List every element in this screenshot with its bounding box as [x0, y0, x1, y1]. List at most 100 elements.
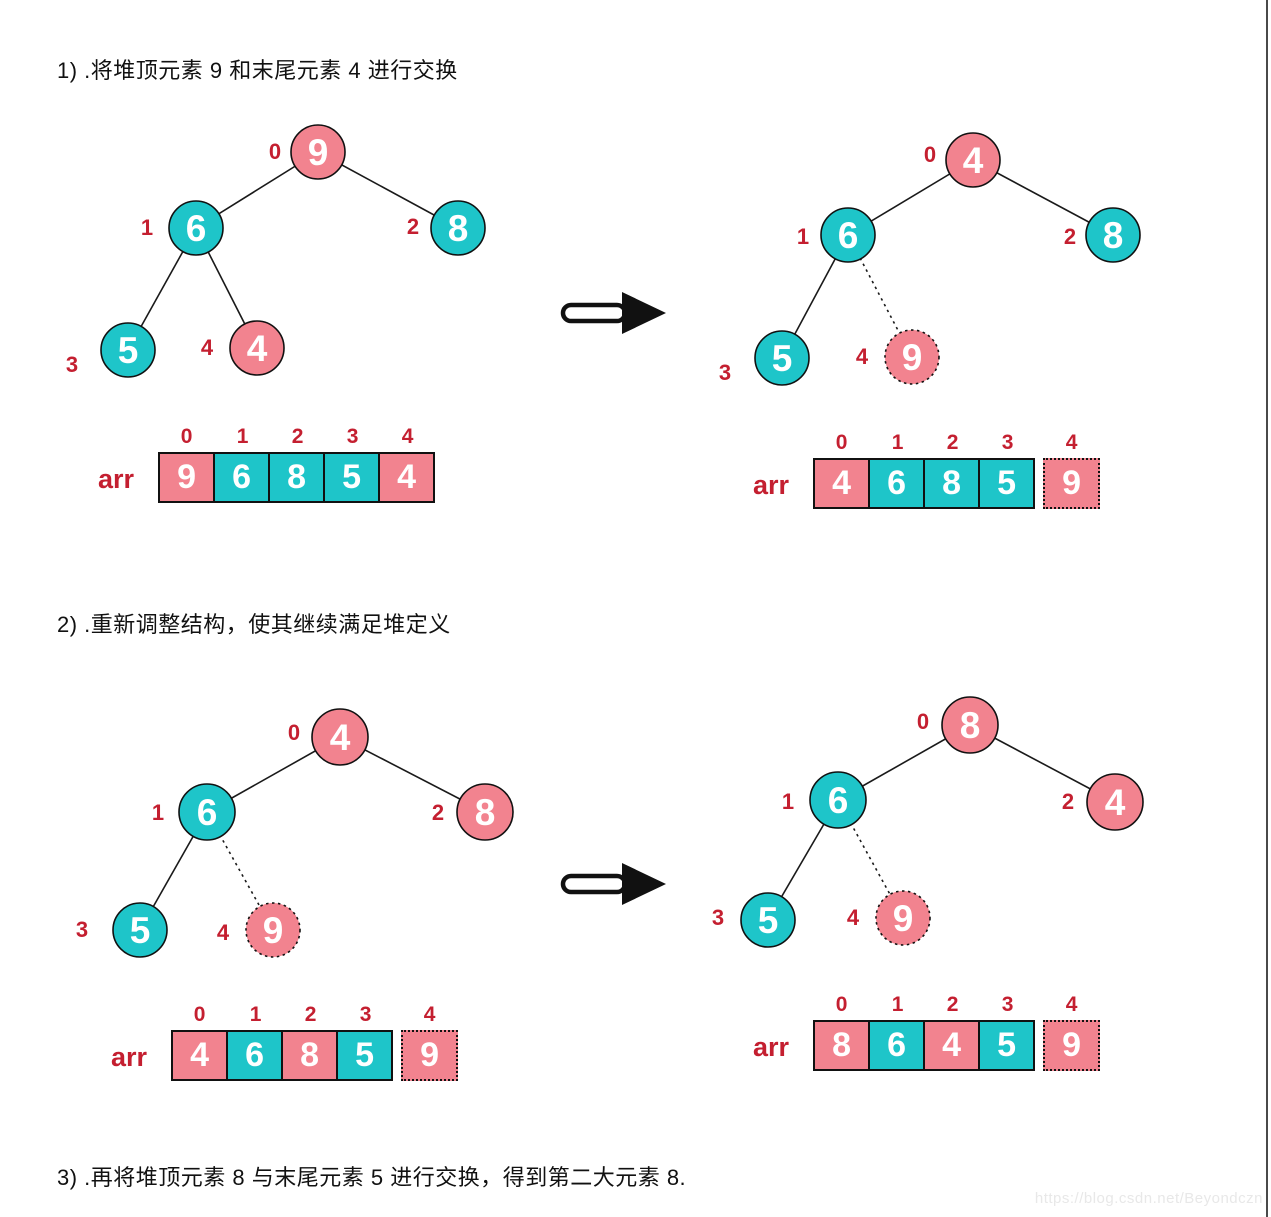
node-circle — [820, 207, 876, 263]
tree-node-right: 8 2 — [432, 783, 514, 841]
node-index: 2 — [1064, 224, 1076, 249]
node-value: 9 — [902, 337, 923, 378]
array-cell: 0 8 — [813, 993, 871, 1071]
node-value: 5 — [130, 910, 151, 951]
array-cell: 2 8 — [925, 432, 981, 509]
array-cell-index: 0 — [835, 431, 848, 454]
array-cells: 0 9 1 6 2 8 3 5 4 4 — [158, 425, 436, 503]
array-block-2: arr 0 4 1 6 2 8 3 5 4 9 — [753, 431, 1101, 509]
array-cell: 2 8 — [270, 425, 326, 503]
right-arrow-icon — [560, 292, 666, 334]
array-cell-index: 2 — [291, 425, 304, 448]
page-right-border — [1266, 0, 1268, 1217]
tree-node-leftleft: 5 3 — [719, 330, 810, 386]
array-cell-value: 4 — [925, 1020, 981, 1071]
node-index: 1 — [797, 224, 809, 249]
tree-node-leftleft: 5 3 — [712, 892, 796, 948]
node-index: 4 — [217, 920, 230, 945]
node-circle — [941, 696, 999, 754]
tree-node-left: 6 1 — [141, 200, 224, 256]
array-cell-index: 0 — [835, 993, 848, 1016]
tree-node-leftleft: 5 3 — [76, 902, 168, 958]
node-value: 6 — [197, 792, 218, 833]
array-cell-index: 0 — [180, 425, 193, 448]
tree-node-right: 8 2 — [407, 200, 486, 256]
array-cell: 3 5 — [325, 426, 381, 503]
array-cell-value: 9 — [401, 1030, 459, 1081]
array-cell-value: 8 — [270, 452, 326, 503]
node-circle — [945, 132, 1001, 188]
node-value: 8 — [475, 792, 496, 833]
tree-node-left: 6 1 — [797, 207, 876, 263]
node-circle — [168, 200, 224, 256]
node-value: 9 — [893, 898, 914, 939]
tree-node-leftleft: 5 3 — [66, 322, 156, 378]
node-index: 0 — [269, 139, 281, 164]
tree-node-root: 9 0 — [269, 124, 346, 180]
array-label: arr — [111, 1042, 148, 1072]
array-cell-value: 4 — [813, 458, 871, 509]
array-cell-index: 1 — [236, 425, 249, 448]
array-cell-index: 1 — [891, 993, 904, 1016]
node-index: 4 — [847, 905, 860, 930]
node-value: 8 — [960, 705, 981, 746]
array-cells: 0 4 1 6 2 8 3 5 — [171, 1003, 394, 1081]
array-cell-detached: 4 9 — [1043, 432, 1101, 509]
node-index: 2 — [432, 800, 444, 825]
array-label: arr — [98, 464, 135, 494]
node-index: 3 — [66, 352, 78, 377]
array-cell: 2 8 — [283, 1004, 339, 1081]
array-cell-value: 5 — [980, 1020, 1036, 1071]
tree-node-root: 8 0 — [917, 696, 999, 754]
node-index: 1 — [141, 215, 153, 240]
array-cell-value: 8 — [813, 1020, 871, 1071]
tree-node-root: 4 0 — [288, 708, 369, 766]
node-circle — [100, 322, 156, 378]
tree-node-right: 4 2 — [1062, 773, 1144, 831]
array-cell: 1 6 — [870, 993, 926, 1071]
node-value: 9 — [263, 910, 284, 951]
array-cell-index: 1 — [891, 431, 904, 454]
array-cell: 3 5 — [338, 1003, 394, 1081]
tree-node-leftright: 4 4 — [201, 320, 285, 376]
array-cell-value: 5 — [338, 1030, 394, 1081]
tree-node-leftright-detached: 9 4 — [217, 902, 301, 958]
array-cell-index: 3 — [359, 1003, 372, 1026]
node-value: 5 — [758, 900, 779, 941]
node-circle — [740, 892, 796, 948]
node-circle — [754, 330, 810, 386]
node-value: 5 — [772, 338, 793, 379]
array-cell-value: 4 — [171, 1030, 229, 1081]
node-circle-dashed — [245, 902, 301, 958]
node-value: 4 — [1105, 782, 1126, 823]
array-cells: 0 4 1 6 2 8 3 5 — [813, 431, 1036, 509]
node-index: 2 — [1062, 789, 1074, 814]
node-circle — [809, 771, 867, 829]
node-index: 2 — [407, 214, 419, 239]
heap-tree-after-adjust: 8 0 6 1 4 2 5 3 9 4 — [712, 696, 1144, 948]
node-circle — [456, 783, 514, 841]
heap-tree-after-swap: 4 0 6 1 8 2 5 3 9 4 — [719, 132, 1141, 386]
node-index: 3 — [719, 360, 731, 385]
array-cell: 2 4 — [925, 994, 981, 1071]
node-index: 4 — [201, 335, 214, 360]
node-value: 6 — [828, 780, 849, 821]
watermark-url: https://blog.csdn.net/Beyondczn — [1034, 1190, 1263, 1207]
node-index: 0 — [288, 720, 300, 745]
arrow-head — [622, 863, 666, 905]
node-circle — [112, 902, 168, 958]
node-index: 3 — [712, 905, 724, 930]
node-value: 4 — [963, 140, 984, 181]
array-cell: 1 6 — [228, 1004, 284, 1081]
node-circle — [311, 708, 369, 766]
tree-node-left: 6 1 — [152, 783, 236, 841]
step1-heading: 1) .将堆顶元素 9 和末尾元素 4 进行交换 — [57, 58, 458, 83]
step3-heading: 3) .再将堆顶元素 8 与末尾元素 5 进行交换，得到第二大元素 8. — [57, 1165, 687, 1190]
array-cell: 0 4 — [813, 431, 871, 509]
array-cell-value: 5 — [980, 458, 1036, 509]
node-value: 8 — [1103, 215, 1124, 256]
tree-edges — [127, 151, 459, 351]
node-value: 6 — [186, 208, 207, 249]
array-cell: 3 5 — [980, 994, 1036, 1071]
array-block-4: arr 0 8 1 6 2 4 3 5 4 9 — [753, 993, 1101, 1071]
